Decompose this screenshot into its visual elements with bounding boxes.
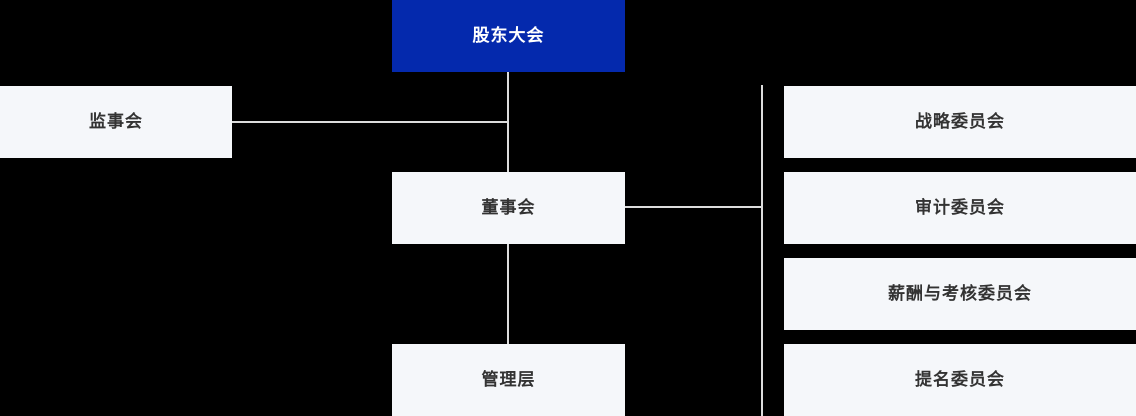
- node-shareholders-meeting[interactable]: 股东大会: [392, 0, 625, 72]
- connector-board-to-management: [507, 243, 509, 345]
- connector-committees-spine: [761, 85, 763, 416]
- connector-board-to-committees: [625, 206, 763, 208]
- node-compensation-committee[interactable]: 薪酬与考核委员会: [784, 258, 1136, 330]
- node-label-compensation-committee: 薪酬与考核委员会: [888, 283, 1032, 303]
- node-label-board-of-directors: 董事会: [481, 197, 536, 217]
- node-label-supervisory-board: 监事会: [89, 111, 143, 131]
- node-label-audit-committee: 审计委员会: [915, 197, 1005, 217]
- node-label-nomination-committee: 提名委员会: [915, 369, 1005, 389]
- node-nomination-committee[interactable]: 提名委员会: [784, 344, 1136, 416]
- node-audit-committee[interactable]: 审计委员会: [784, 172, 1136, 244]
- node-management[interactable]: 管理层: [392, 344, 625, 416]
- node-board-of-directors[interactable]: 董事会: [392, 172, 625, 244]
- node-supervisory-board[interactable]: 监事会: [0, 86, 232, 158]
- node-label-management: 管理层: [481, 369, 536, 389]
- node-strategy-committee[interactable]: 战略委员会: [784, 86, 1136, 158]
- node-label-shareholders-meeting: 股东大会: [472, 25, 545, 45]
- node-label-strategy-committee: 战略委员会: [915, 111, 1005, 131]
- connector-supervisory-to-trunk: [232, 121, 509, 123]
